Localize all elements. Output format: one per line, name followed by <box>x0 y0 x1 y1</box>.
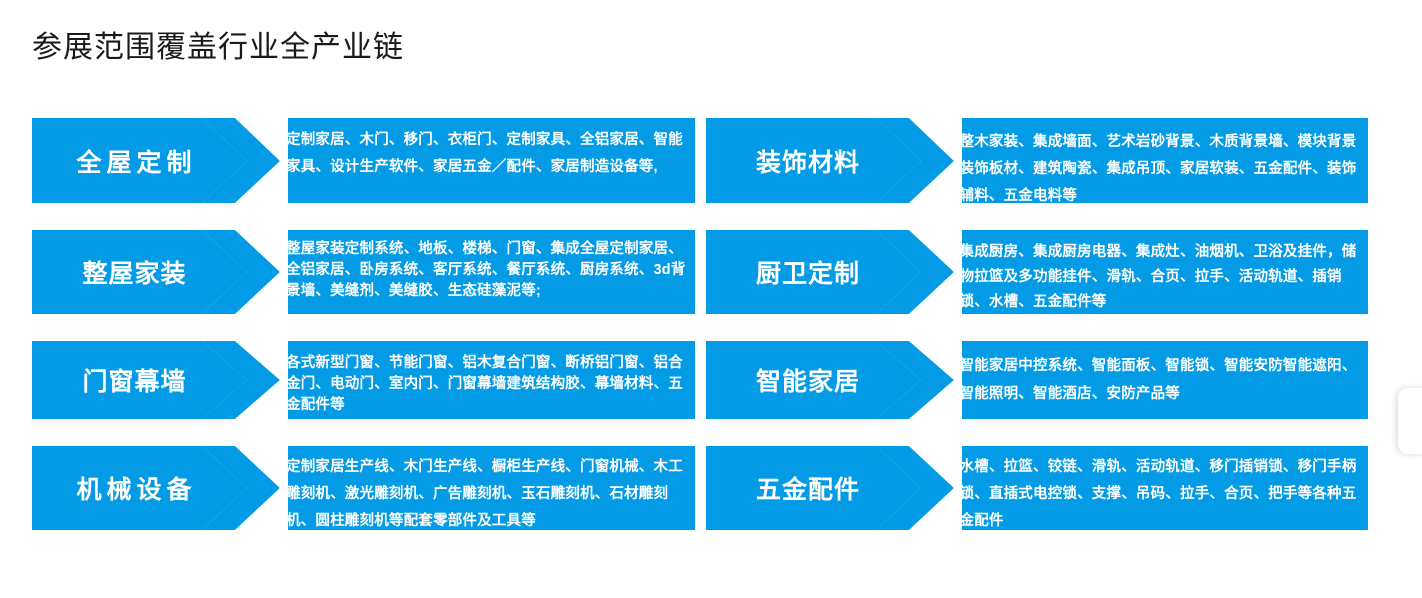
category-body: 整木家装、集成墙面、艺术岩砂背景、木质背景墙、模块背景装饰板材、建筑陶瓷、集成吊… <box>959 134 1357 203</box>
category-label: 智能家居 <box>755 368 860 396</box>
category-body: 各式新型门窗、节能门窗、铝木复合门窗、断桥铝门窗、铝合金门、电动门、室内门、门窗… <box>286 355 683 413</box>
category-card-wujinpeijian[interactable]: 五金配件 水槽、拉篮、铰链、滑轨、活动轨道、移门插销锁、移门手柄锁、直插式电控锁… <box>705 446 1368 530</box>
category-label: 五金配件 <box>755 476 860 504</box>
category-label: 装饰材料 <box>755 148 860 177</box>
category-card-quanwudingzhi[interactable]: 全屋定制 定制家居、木门、移门、衣柜门、定制家具、全铝家居、智能家具、设计生产软… <box>32 118 695 203</box>
category-label: 机械设备 <box>76 476 197 504</box>
category-label: 整屋家装 <box>82 260 187 288</box>
edge-floating-panel[interactable] <box>1398 388 1422 454</box>
category-card-zhengwujiazhuang[interactable]: 整屋家装 整屋家装定制系统、地板、楼梯、门窗、集成全屋定制家居、全铝家居、卧房系… <box>32 230 695 314</box>
category-card-jixieshebei[interactable]: 机械设备 定制家居生产线、木门生产线、橱柜生产线、门窗机械、木工雕刻机、激光雕刻… <box>32 446 695 530</box>
page-title: 参展范围覆盖行业全产业链 <box>32 31 404 64</box>
category-card-zhinengjiaju[interactable]: 智能家居 智能家居中控系统、智能面板、智能锁、智能安防智能遮阳、智能照明、智能酒… <box>705 341 1368 419</box>
category-label: 门窗幕墙 <box>82 368 187 396</box>
category-card-menchuangmuqiang[interactable]: 门窗幕墙 各式新型门窗、节能门窗、铝木复合门窗、断桥铝门窗、铝合金门、电动门、室… <box>32 341 695 419</box>
category-row: 整屋家装 整屋家装定制系统、地板、楼梯、门窗、集成全屋定制家居、全铝家居、卧房系… <box>32 230 1368 314</box>
category-body: 整屋家装定制系统、地板、楼梯、门窗、集成全屋定制家居、全铝家居、卧房系统、客厅系… <box>286 241 686 299</box>
category-body: 智能家居中控系统、智能面板、智能锁、智能安防智能遮阳、智能照明、智能酒店、安防产… <box>959 358 1357 402</box>
category-body: 水槽、拉篮、铰链、滑轨、活动轨道、移门插销锁、移门手柄锁、直插式电控锁、支撑、吊… <box>959 459 1357 529</box>
category-label: 厨卫定制 <box>755 260 860 288</box>
category-row: 机械设备 定制家居生产线、木门生产线、橱柜生产线、门窗机械、木工雕刻机、激光雕刻… <box>32 446 1368 530</box>
category-body: 定制家居、木门、移门、衣柜门、定制家具、全铝家居、智能家具、设计生产软件、家居五… <box>286 132 683 175</box>
category-card-chuweidingzhi[interactable]: 厨卫定制 集成厨房、集成厨房电器、集成灶、油烟机、卫浴及挂件，储物拉篮及多功能挂… <box>705 230 1368 314</box>
category-row: 全屋定制 定制家居、木门、移门、衣柜门、定制家具、全铝家居、智能家具、设计生产软… <box>32 118 1368 203</box>
category-label: 全屋定制 <box>76 148 197 177</box>
category-body: 定制家居生产线、木门生产线、橱柜生产线、门窗机械、木工雕刻机、激光雕刻机、广告雕… <box>286 459 683 529</box>
category-row: 门窗幕墙 各式新型门窗、节能门窗、铝木复合门窗、断桥铝门窗、铝合金门、电动门、室… <box>32 341 1368 419</box>
category-card-zhuangshicailiao[interactable]: 装饰材料 整木家装、集成墙面、艺术岩砂背景、木质背景墙、模块背景装饰板材、建筑陶… <box>705 118 1368 203</box>
category-body: 集成厨房、集成厨房电器、集成灶、油烟机、卫浴及挂件，储物拉篮及多功能挂件、滑轨、… <box>959 244 1357 310</box>
category-grid: 全屋定制 定制家居、木门、移门、衣柜门、定制家具、全铝家居、智能家具、设计生产软… <box>32 118 1368 530</box>
